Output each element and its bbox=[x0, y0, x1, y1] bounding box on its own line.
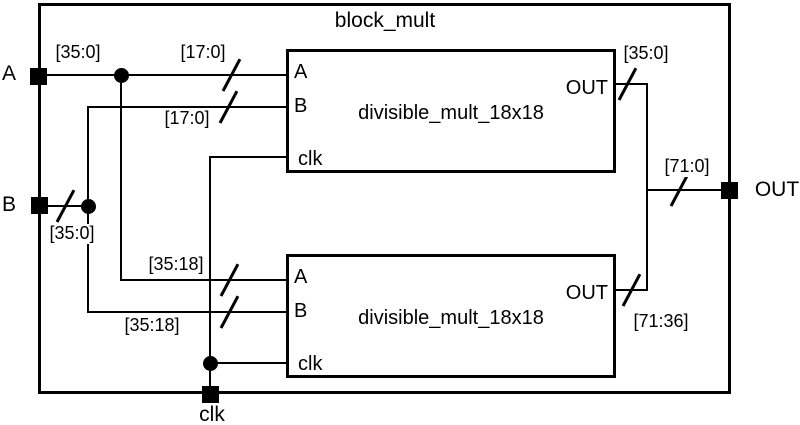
upper-block-port-out: OUT bbox=[565, 77, 608, 99]
wire-a-to-upper-a bbox=[46, 74, 288, 76]
port-label-b: B bbox=[2, 193, 17, 216]
upper-block-port-clk: clk bbox=[298, 148, 323, 170]
bus-label-a-port: [35:0] bbox=[54, 42, 102, 63]
lower-block-port-clk: clk bbox=[298, 353, 323, 375]
port-label-clk: clk bbox=[199, 403, 225, 425]
lower-mult-block: A B clk OUT divisible_mult_18x18 bbox=[286, 254, 616, 378]
bus-label-b-lower: [35:18] bbox=[123, 315, 181, 336]
upper-mult-block: A B clk OUT divisible_mult_18x18 bbox=[286, 49, 616, 173]
wire-a-branch-vertical bbox=[120, 74, 122, 281]
wire-out-vertical bbox=[646, 83, 648, 291]
lower-block-port-b: B bbox=[294, 300, 308, 322]
bus-label-upper-out: [35:0] bbox=[622, 43, 670, 64]
wire-out-port bbox=[646, 189, 724, 191]
port-marker-a bbox=[30, 68, 47, 85]
bus-label-b-upper: [17:0] bbox=[163, 108, 211, 129]
junction-dot-a bbox=[114, 68, 129, 83]
wire-b-port-stub bbox=[47, 205, 89, 207]
lower-block-port-out: OUT bbox=[565, 282, 608, 304]
bus-label-a-lower: [35:18] bbox=[147, 254, 205, 275]
port-marker-out bbox=[721, 182, 738, 199]
bus-label-a-upper: [17:0] bbox=[179, 42, 227, 63]
port-marker-b bbox=[31, 197, 48, 214]
wire-a-to-lower-a bbox=[120, 279, 288, 281]
wire-clk-to-lower bbox=[209, 362, 288, 364]
port-marker-clk bbox=[202, 386, 219, 403]
wire-b-to-upper-b bbox=[87, 106, 288, 108]
upper-block-port-a: A bbox=[294, 61, 308, 83]
lower-block-port-a: A bbox=[294, 266, 308, 288]
wire-b-to-lower-b bbox=[87, 311, 288, 313]
upper-block-title: divisible_mult_18x18 bbox=[358, 102, 544, 124]
lower-block-title: divisible_mult_18x18 bbox=[358, 307, 544, 329]
bus-label-b-port: [35:0] bbox=[48, 223, 96, 244]
module-title: block_mult bbox=[334, 9, 436, 32]
bus-label-out-port: [71:0] bbox=[663, 156, 711, 177]
junction-dot-clk bbox=[203, 356, 218, 371]
wire-clk-to-upper bbox=[209, 156, 288, 158]
wire-upper-out bbox=[613, 83, 648, 85]
bus-label-lower-out: [71:36] bbox=[632, 311, 690, 332]
wire-clk-vertical bbox=[209, 156, 211, 392]
port-label-out: OUT bbox=[754, 178, 800, 201]
port-label-a: A bbox=[2, 62, 17, 85]
junction-dot-b bbox=[81, 199, 96, 214]
upper-block-port-b: B bbox=[294, 95, 308, 117]
